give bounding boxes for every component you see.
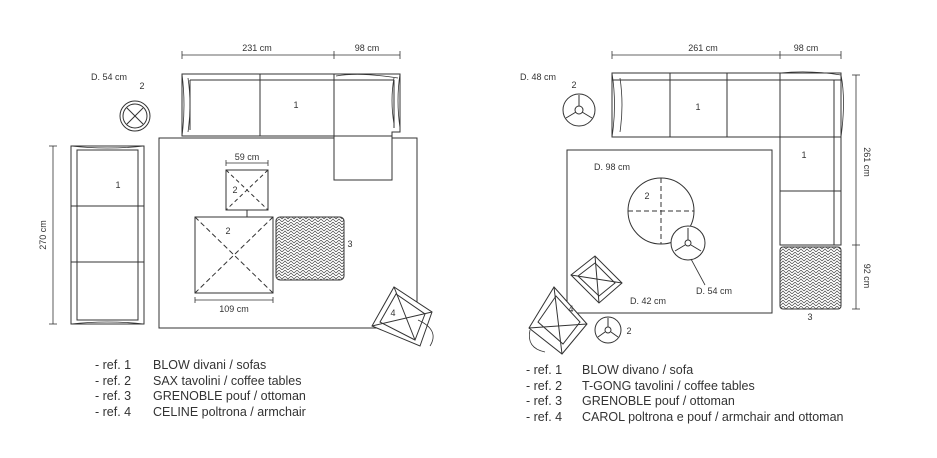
right-label-pouf: 3 (807, 312, 812, 322)
right-ottoman (570, 255, 623, 304)
legend-item-name: SAX tavolini / coffee tables (153, 373, 302, 388)
left-label-sofa-left: 1 (115, 180, 120, 190)
legend-item-name: GRENOBLE pouf / ottoman (582, 394, 735, 408)
legend-ref: - ref. 2 (526, 378, 563, 393)
legend-ref: - ref. 2 (95, 373, 132, 388)
left-label-sofa-top: 1 (293, 100, 298, 110)
left-dim-sofa-depth: 270 cm (38, 220, 48, 250)
right-dim-table-top-left: D. 48 cm (520, 72, 556, 82)
legend-ref: - ref. 3 (95, 389, 132, 403)
left-pouf (275, 216, 345, 281)
legend-row: - ref. 2 SAX tavolini / coffee tables (95, 374, 306, 390)
left-label-pouf: 3 (347, 239, 352, 249)
legend-item-name: T-GONG tavolini / coffee tables (582, 378, 755, 393)
right-rug (566, 149, 773, 314)
legend-row: - ref. 3 GRENOBLE pouf / ottoman (95, 389, 306, 405)
legend-item-name: BLOW divano / sofa (582, 363, 694, 377)
left-label-large-table: 2 (225, 226, 230, 236)
right-dimension-lines (611, 51, 860, 310)
legend-item-name: BLOW divani / sofas (153, 358, 267, 372)
left-plan (49, 51, 434, 347)
left-label-round-table: 2 (139, 81, 144, 91)
right-dim-table-small: D. 42 cm (630, 296, 666, 306)
legend-row: - ref. 3 GRENOBLE pouf / ottoman (526, 394, 843, 410)
left-plan-texts: 231 cm 98 cm 270 cm D. 54 cm 59 cm 109 c… (38, 43, 396, 318)
right-label-sofa-right: 1 (801, 150, 806, 160)
right-plan-texts: 261 cm 98 cm 261 cm 92 cm D. 48 cm D. 98… (520, 43, 872, 336)
left-round-table (119, 100, 151, 132)
left-small-table (225, 169, 269, 217)
left-dim-round-table: D. 54 cm (91, 72, 127, 82)
right-table-top-left (562, 93, 596, 127)
right-label-sofa-top: 1 (695, 102, 700, 112)
left-armchair (371, 286, 434, 347)
right-sofa-right (779, 71, 844, 246)
left-label-armchair: 4 (390, 308, 395, 318)
right-armchair (528, 286, 588, 355)
legend-row: - ref. 4 CELINE poltrona / armchair (95, 405, 306, 421)
left-dim-small-table: 59 cm (235, 152, 260, 162)
right-label-table-large: 2 (644, 191, 649, 201)
right-dim-pouf-depth: 92 cm (862, 264, 872, 289)
left-sofa-top (181, 73, 401, 181)
left-dimension-lines (49, 51, 401, 325)
legend-ref: - ref. 1 (95, 358, 132, 372)
right-dim-sofa-chaise: 98 cm (794, 43, 819, 53)
legend-ref: - ref. 4 (95, 404, 132, 419)
left-legend: - ref. 1 BLOW divani / sofas - ref. 2 SAX … (95, 358, 306, 420)
left-dim-sofa-chaise: 98 cm (355, 43, 380, 53)
legend-ref: - ref. 4 (526, 409, 563, 424)
right-label-table-small: 2 (626, 326, 631, 336)
right-label-armchair: 4 (568, 304, 573, 314)
legend-row: - ref. 1 BLOW divani / sofas (95, 358, 306, 374)
right-dim-sofa-depth: 261 cm (862, 147, 872, 177)
right-legend: - ref. 1 BLOW divano / sofa - ref. 2 T-GON… (526, 363, 843, 425)
legend-row: - ref. 4 CAROL poltrona e pouf / armchair… (526, 410, 843, 426)
left-label-small-table: 2 (232, 185, 237, 195)
left-dim-sofa-width: 231 cm (242, 43, 272, 53)
right-table-large (627, 177, 695, 245)
right-label-table-top-left: 2 (571, 80, 576, 90)
left-dim-large-table: 109 cm (219, 304, 249, 314)
legend-item-name: CAROL poltrona e pouf / armchair and ott… (582, 409, 844, 424)
left-rug (158, 137, 418, 329)
left-sofa-left (70, 145, 145, 325)
legend-ref: - ref. 1 (526, 363, 563, 377)
right-table-medium (670, 225, 706, 261)
right-dim-sofa-width: 261 cm (688, 43, 718, 53)
left-large-table (194, 216, 274, 294)
legend-item-name: CELINE poltrona / armchair (153, 404, 306, 419)
right-table-small (594, 316, 622, 344)
right-pouf (779, 246, 842, 310)
right-dim-table-medium: D. 54 cm (696, 286, 732, 296)
right-plan (528, 51, 860, 355)
legend-item-name: GRENOBLE pouf / ottoman (153, 389, 306, 403)
legend-row: - ref. 2 T-GONG tavolini / coffee tables (526, 379, 843, 395)
legend-ref: - ref. 3 (526, 394, 563, 408)
right-dim-table-large: D. 98 cm (594, 162, 630, 172)
legend-row: - ref. 1 BLOW divano / sofa (526, 363, 843, 379)
